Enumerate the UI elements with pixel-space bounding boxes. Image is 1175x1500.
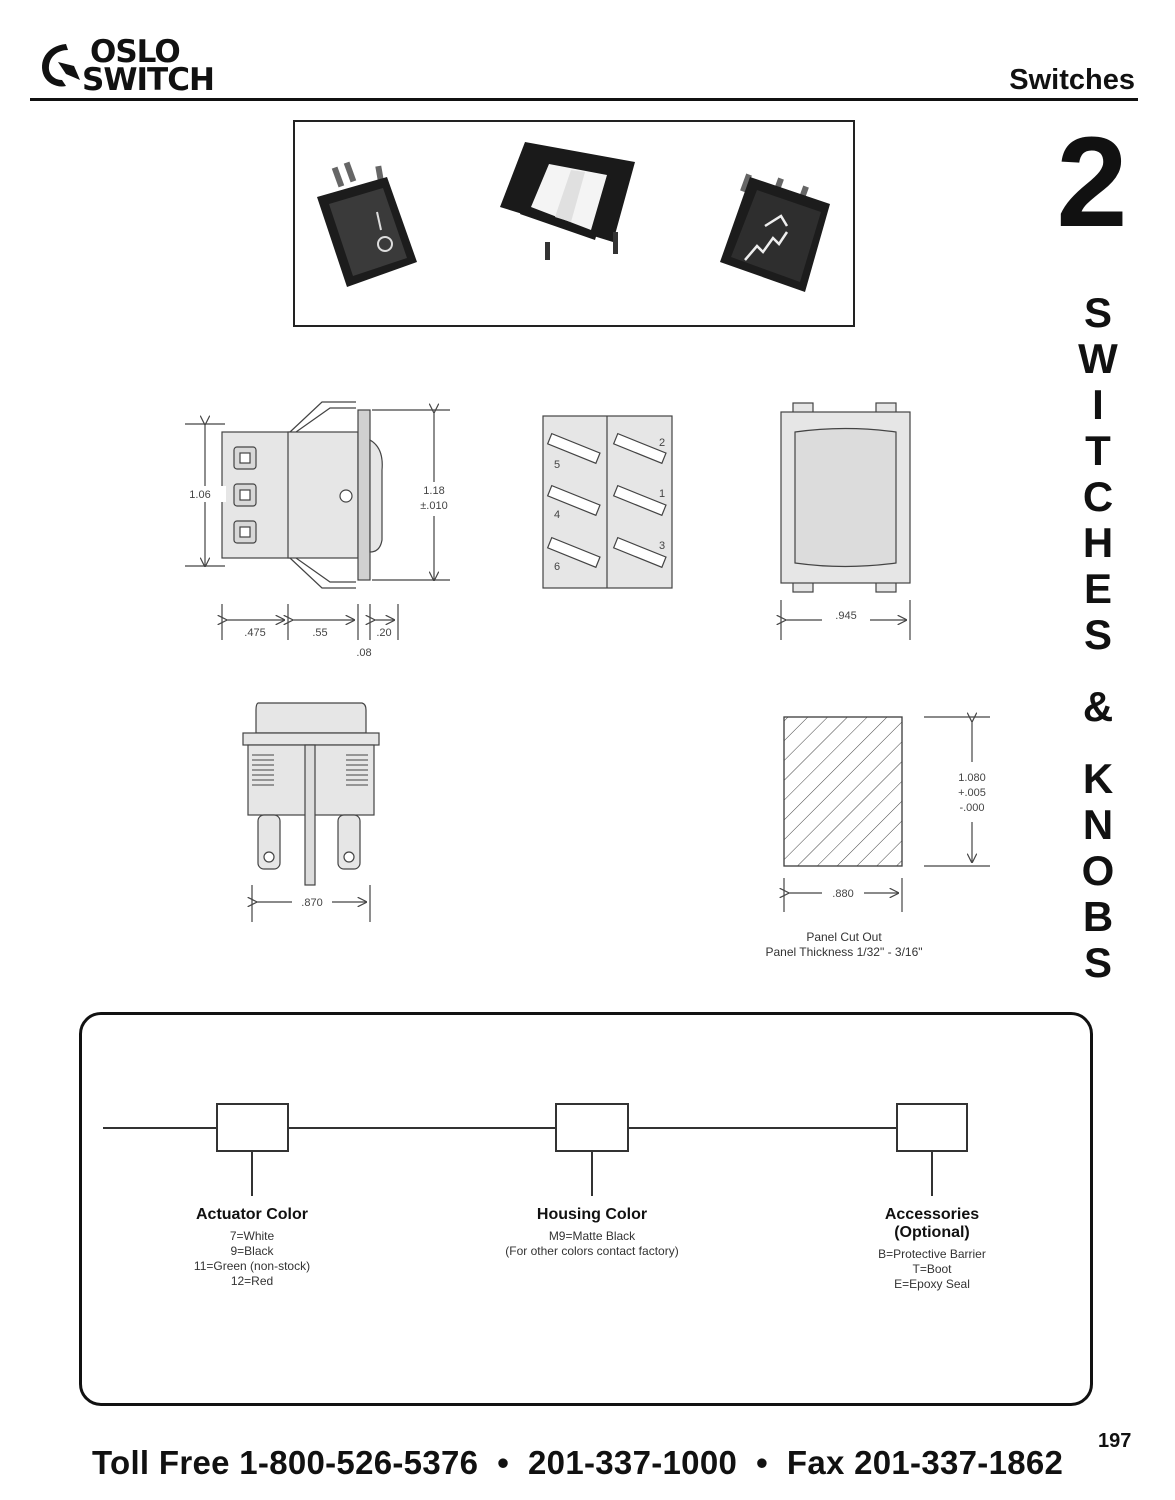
part-number-ordering-box bbox=[79, 1012, 1093, 1406]
section-title: Switches bbox=[1009, 64, 1135, 96]
pin-label: 4 bbox=[554, 509, 560, 521]
vertical-letter: H bbox=[1082, 519, 1114, 566]
dim-actuator-tolerance: ±.010 bbox=[420, 500, 447, 512]
dim-cutout-width: .880 bbox=[832, 888, 853, 900]
panel-cutout-caption-line1: Panel Cut Out bbox=[806, 930, 882, 944]
product-photo-white-switch bbox=[500, 142, 635, 260]
header-rule bbox=[30, 98, 1138, 101]
drawing-labels: 1.06 1.18 ±.010 .475 .55 .20 .08 5 4 6 2… bbox=[189, 437, 986, 909]
vertical-letter: W bbox=[1078, 335, 1118, 382]
accessories-options: Accessories (Optional) B=Protective Barr… bbox=[822, 1206, 1042, 1292]
dim-terminal-length: .475 bbox=[244, 627, 265, 639]
logo-swoosh-icon bbox=[42, 44, 80, 87]
option-line: T=Boot bbox=[912, 1262, 952, 1276]
dim-height-label: 1.06 bbox=[189, 489, 210, 501]
dim-actuator-height: 1.18 bbox=[423, 485, 444, 497]
panel-cutout-drawing bbox=[784, 717, 990, 912]
chapter-number: 2 bbox=[1056, 111, 1127, 254]
actuator-color-options: Actuator Color 7=White 9=Black 11=Green … bbox=[142, 1206, 362, 1289]
vertical-letter: S bbox=[1083, 289, 1112, 336]
technical-drawings bbox=[185, 401, 990, 922]
housing-color-title: Housing Color bbox=[536, 1206, 648, 1223]
dim-cutout-height: 1.080 bbox=[958, 772, 986, 784]
pin-label: 3 bbox=[659, 540, 665, 552]
part-number-diagram bbox=[103, 1103, 968, 1196]
dim-actuator-depth: .20 bbox=[376, 627, 391, 639]
vertical-letter: T bbox=[1085, 427, 1111, 474]
pin-label: 1 bbox=[659, 488, 665, 500]
option-line: M9=Matte Black bbox=[548, 1229, 636, 1243]
oslo-switch-logo: OSLO SWITCH bbox=[30, 36, 240, 98]
accessories-title: Accessories bbox=[884, 1206, 980, 1223]
panel-cutout-caption: Panel Cut Out Panel Thickness 1/32" - 3/… bbox=[744, 930, 944, 960]
vertical-letter: S bbox=[1083, 939, 1112, 986]
dim-cutout-tol-minus: -.000 bbox=[959, 802, 984, 814]
housing-color-field-box bbox=[555, 1103, 629, 1152]
vertical-letter: K bbox=[1082, 755, 1114, 802]
terminal-layout-drawing bbox=[542, 415, 673, 589]
vertical-letter: B bbox=[1082, 893, 1114, 940]
dim-front-width: .945 bbox=[835, 610, 856, 622]
chapter-vertical-title: S W I T C H E S & K N O B S bbox=[1072, 290, 1124, 986]
pin-label: 6 bbox=[554, 561, 560, 573]
vertical-letter: S bbox=[1083, 611, 1112, 658]
dim-cutout-tol-plus: +.005 bbox=[958, 787, 986, 799]
pin-label: 5 bbox=[554, 459, 560, 471]
product-photo-box bbox=[293, 120, 855, 327]
actuator-color-title: Actuator Color bbox=[196, 1206, 308, 1223]
logo-line2: SWITCH bbox=[82, 62, 215, 98]
vertical-letter: & bbox=[1082, 683, 1114, 730]
vertical-letter: E bbox=[1083, 565, 1112, 612]
product-photo-on-off-switch bbox=[317, 161, 417, 287]
dim-bottom-width: .870 bbox=[301, 897, 322, 909]
front-view-drawing bbox=[781, 402, 911, 640]
bottom-view-drawing bbox=[242, 702, 380, 922]
product-photos bbox=[317, 142, 830, 292]
vertical-letter: C bbox=[1082, 473, 1114, 520]
option-line: (For other colors contact factory) bbox=[505, 1244, 679, 1258]
page-number: 197 bbox=[1098, 1430, 1132, 1452]
panel-thickness-caption: Panel Thickness 1/32" - 3/16" bbox=[765, 945, 923, 959]
option-line: E=Epoxy Seal bbox=[894, 1277, 970, 1291]
option-line: 9=Black bbox=[230, 1244, 274, 1258]
option-line: 12=Red bbox=[230, 1274, 274, 1288]
vertical-letter: I bbox=[1092, 381, 1104, 428]
logo-line1: OSLO bbox=[90, 34, 181, 70]
actuator-color-field-box bbox=[216, 1103, 289, 1152]
footer-contact-line: Toll Free 1-800-526-5376 • 201-337-1000 … bbox=[92, 1444, 1064, 1481]
accessories-optional-label: (Optional) bbox=[894, 1224, 970, 1241]
vertical-letter: O bbox=[1081, 847, 1115, 894]
vertical-letter: N bbox=[1082, 801, 1114, 848]
product-photo-wiper-switch bbox=[720, 173, 830, 292]
pin-label: 2 bbox=[659, 437, 665, 449]
option-line: 7=White bbox=[229, 1229, 275, 1243]
option-line: 11=Green (non-stock) bbox=[193, 1259, 311, 1273]
side-view-drawing bbox=[185, 401, 450, 640]
dim-bezel-thickness: .08 bbox=[356, 647, 371, 659]
option-line: B=Protective Barrier bbox=[878, 1247, 986, 1261]
accessories-field-box bbox=[896, 1103, 968, 1152]
dim-body-length: .55 bbox=[312, 627, 327, 639]
housing-color-options: Housing Color M9=Matte Black (For other … bbox=[472, 1206, 712, 1259]
